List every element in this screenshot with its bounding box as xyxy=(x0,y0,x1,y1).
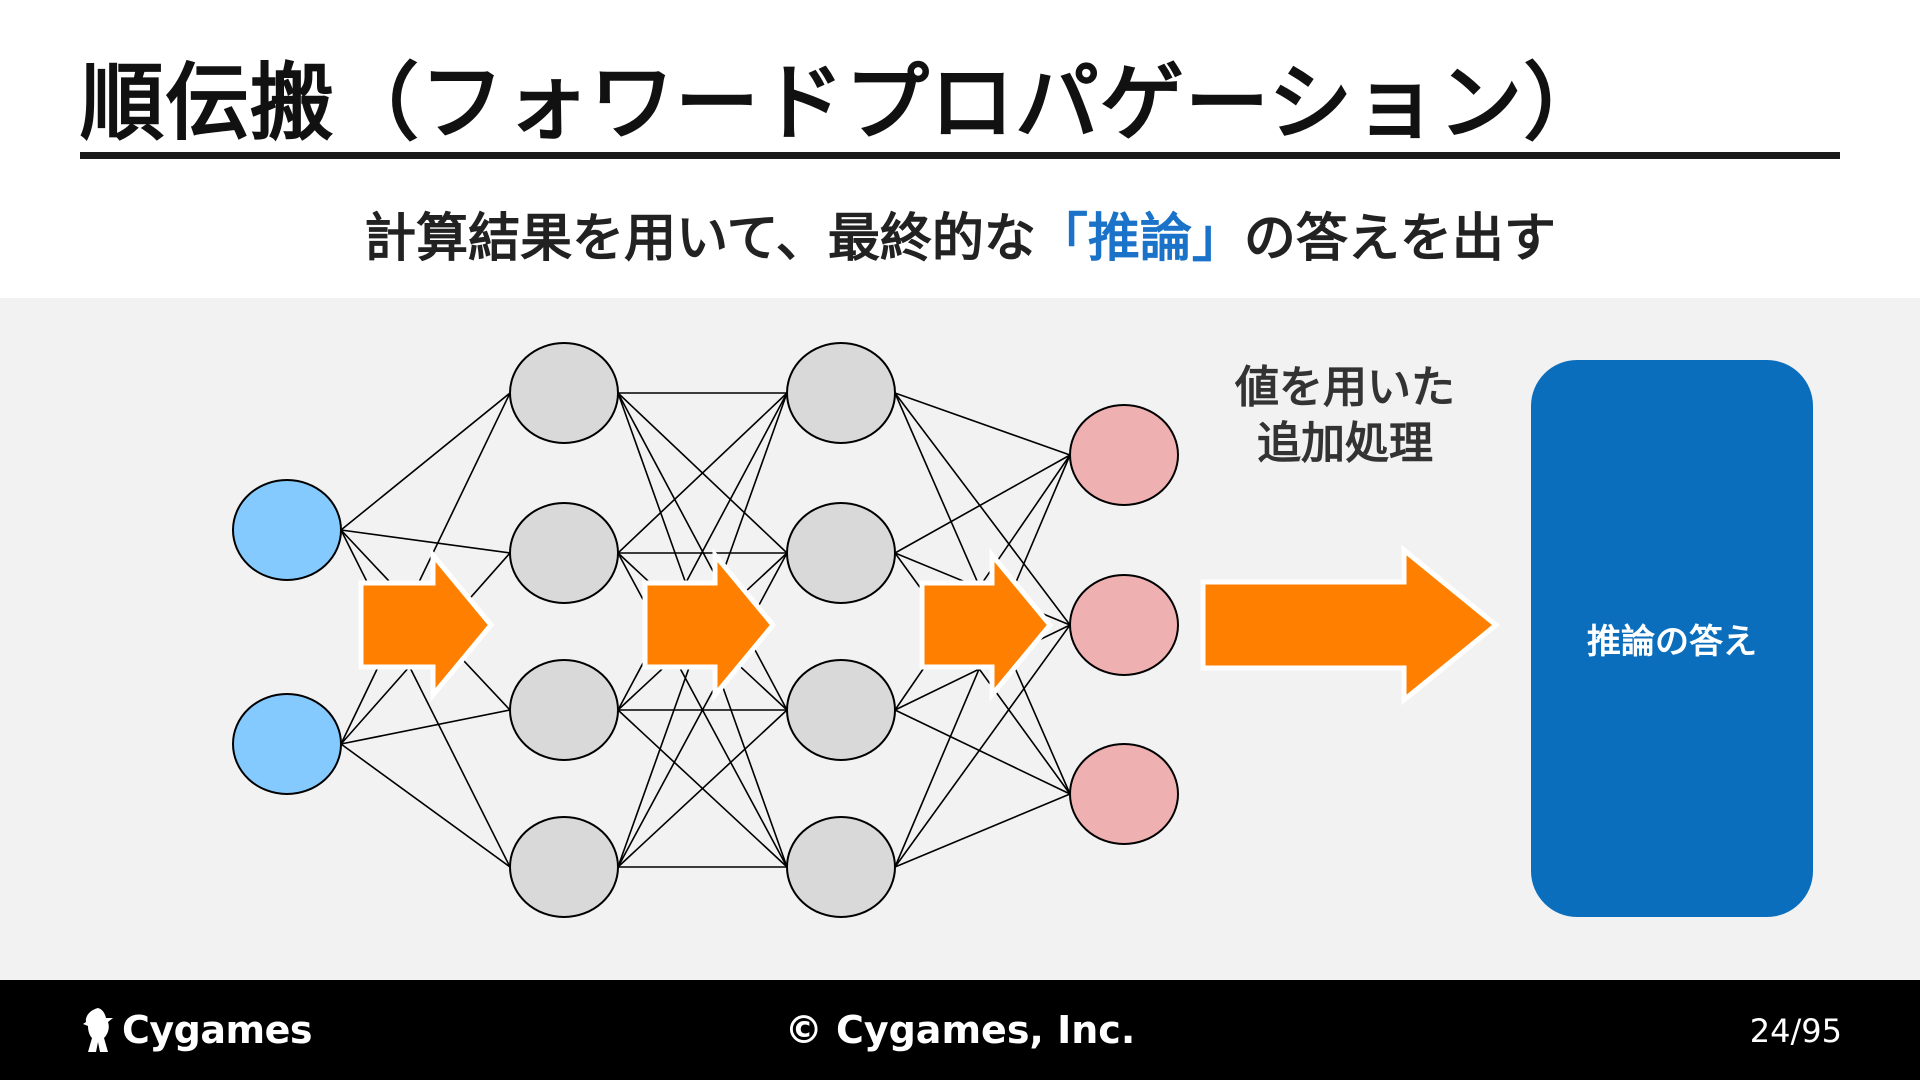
connection-line xyxy=(340,709,511,745)
processing-note-line1: 値を用いた xyxy=(1235,362,1455,413)
cygames-logo: Cygames xyxy=(80,1000,313,1060)
processing-note: 値を用いた 追加処理 xyxy=(1195,360,1495,472)
output-arrow xyxy=(1200,544,1500,706)
processing-note-line2: 追加処理 xyxy=(1257,418,1433,469)
connection-line xyxy=(894,624,1071,868)
hidden1-node xyxy=(509,342,619,444)
forward-arrow-1 xyxy=(358,548,495,702)
connection-line xyxy=(340,392,511,531)
hidden1-node xyxy=(509,816,619,918)
connection-line xyxy=(617,709,788,868)
connection-line xyxy=(894,454,1071,554)
hidden1-node xyxy=(509,502,619,604)
copyright-text: © Cygames, Inc. xyxy=(784,1008,1136,1052)
connection-line xyxy=(340,392,511,745)
neural-network-diagram xyxy=(232,342,1500,918)
connection-line xyxy=(340,529,511,554)
subtitle-text-after: の答えを出す xyxy=(1243,209,1556,269)
subtitle: 計算結果を用いて、最終的な「推論」の答えを出す xyxy=(0,196,1920,271)
forward-arrow-2 xyxy=(642,548,777,702)
output-node xyxy=(1069,743,1179,845)
logo-text: Cygames xyxy=(122,1008,313,1052)
connection-line xyxy=(617,392,788,554)
forward-arrow-3 xyxy=(919,548,1054,702)
connection-line xyxy=(340,743,511,868)
page-number: 24/95 xyxy=(1749,1012,1842,1050)
hidden2-node xyxy=(786,342,896,444)
footer-bar: Cygames © Cygames, Inc. 24/95 xyxy=(0,980,1920,1080)
input-node xyxy=(232,693,342,795)
answer-label: 推論の答え xyxy=(1587,622,1757,662)
subtitle-highlight: 「推論」 xyxy=(1035,209,1244,269)
connection-line xyxy=(894,392,1071,456)
hidden2-node xyxy=(786,502,896,604)
slide-title: 順伝搬（フォワードプロパゲーション） xyxy=(80,54,1609,152)
hidden1-node xyxy=(509,659,619,761)
subtitle-text-before: 計算結果を用いて、最終的な xyxy=(364,209,1036,269)
connection-line xyxy=(894,793,1071,868)
connection-line xyxy=(894,709,1071,795)
logo-mark-icon xyxy=(83,1008,113,1052)
connection-line xyxy=(894,392,1071,626)
input-node xyxy=(232,479,342,581)
output-node xyxy=(1069,404,1179,506)
title-underline xyxy=(80,152,1840,159)
hidden2-node xyxy=(786,659,896,761)
answer-box: 推論の答え xyxy=(1531,360,1813,917)
output-node xyxy=(1069,574,1179,676)
hidden2-node xyxy=(786,816,896,918)
